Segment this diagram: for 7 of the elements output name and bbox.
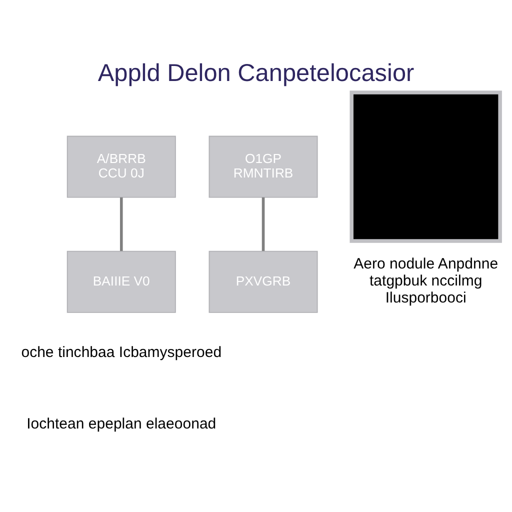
label: Iochtean epeplan elaeoonad (26, 414, 216, 432)
connector (120, 196, 123, 250)
node-box (350, 90, 502, 242)
connector (262, 196, 265, 250)
label: oche tinchbaa Icbamysperoed (21, 343, 222, 360)
node-label: Aero nodule Anpdnne tatgpbuk nccilmg Ilusporbooci (354, 255, 498, 306)
diagram-title: Appld Delon Canpetelocasior (98, 60, 414, 87)
